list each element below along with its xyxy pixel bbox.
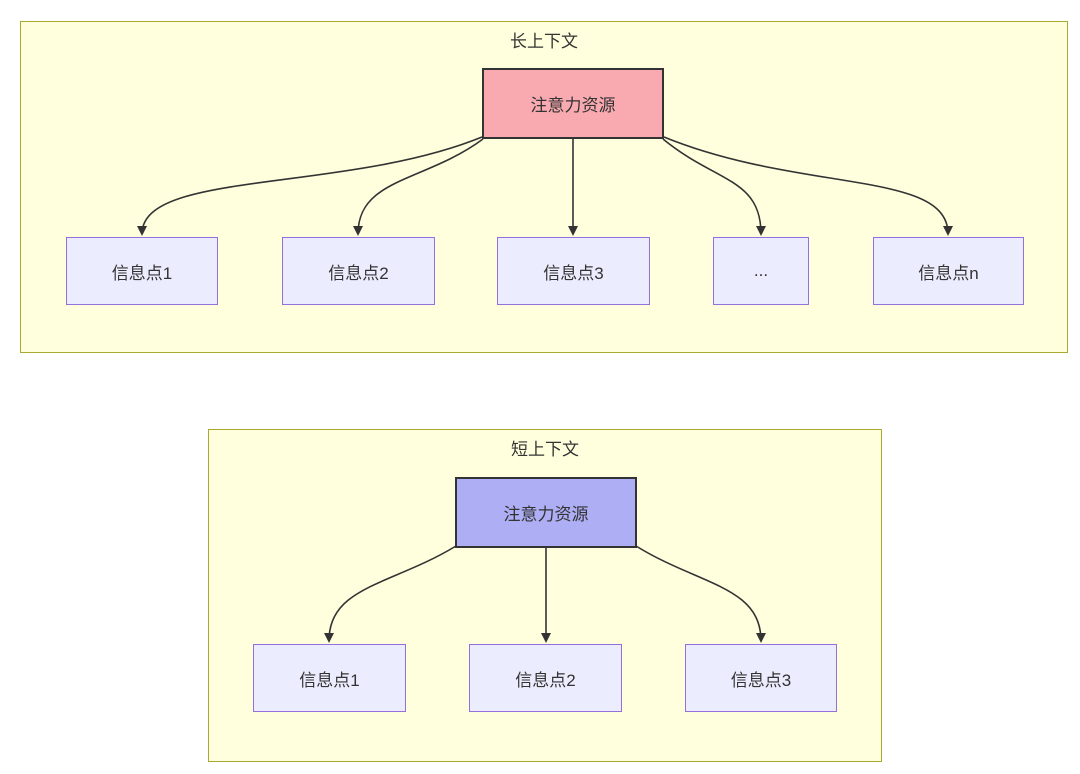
node-long-ellipsis-label: ... <box>753 261 769 280</box>
node-attention-resource-long: 注意力资源 <box>482 68 664 139</box>
node-attention-resource-short: 注意力资源 <box>455 477 637 548</box>
node-long-info1: 信息点1 <box>66 237 218 305</box>
node-short-info1-label: 信息点1 <box>299 670 360 690</box>
node-long-ellipsis: ... <box>713 237 809 305</box>
node-attention-resource-short-label: 注意力资源 <box>503 505 589 524</box>
node-long-infon: 信息点n <box>873 237 1024 305</box>
node-short-info3-label: 信息点3 <box>730 670 792 690</box>
cluster-short-context-title: 短上下文 <box>511 440 579 459</box>
node-attention-resource-long-label: 注意力资源 <box>530 96 616 115</box>
node-long-info3: 信息点3 <box>497 237 650 305</box>
node-short-info3: 信息点3 <box>685 644 837 712</box>
cluster-long-context-title: 长上下文 <box>510 32 578 51</box>
node-short-info2: 信息点2 <box>469 644 622 712</box>
node-short-info2-label: 信息点2 <box>515 670 576 690</box>
node-long-info3-label: 信息点3 <box>543 263 604 283</box>
node-long-infon-label: 信息点n <box>918 263 979 283</box>
node-long-info1-label: 信息点1 <box>111 263 173 283</box>
node-short-info1: 信息点1 <box>253 644 406 712</box>
node-long-info2-label: 信息点2 <box>328 263 389 283</box>
node-long-info2: 信息点2 <box>282 237 435 305</box>
